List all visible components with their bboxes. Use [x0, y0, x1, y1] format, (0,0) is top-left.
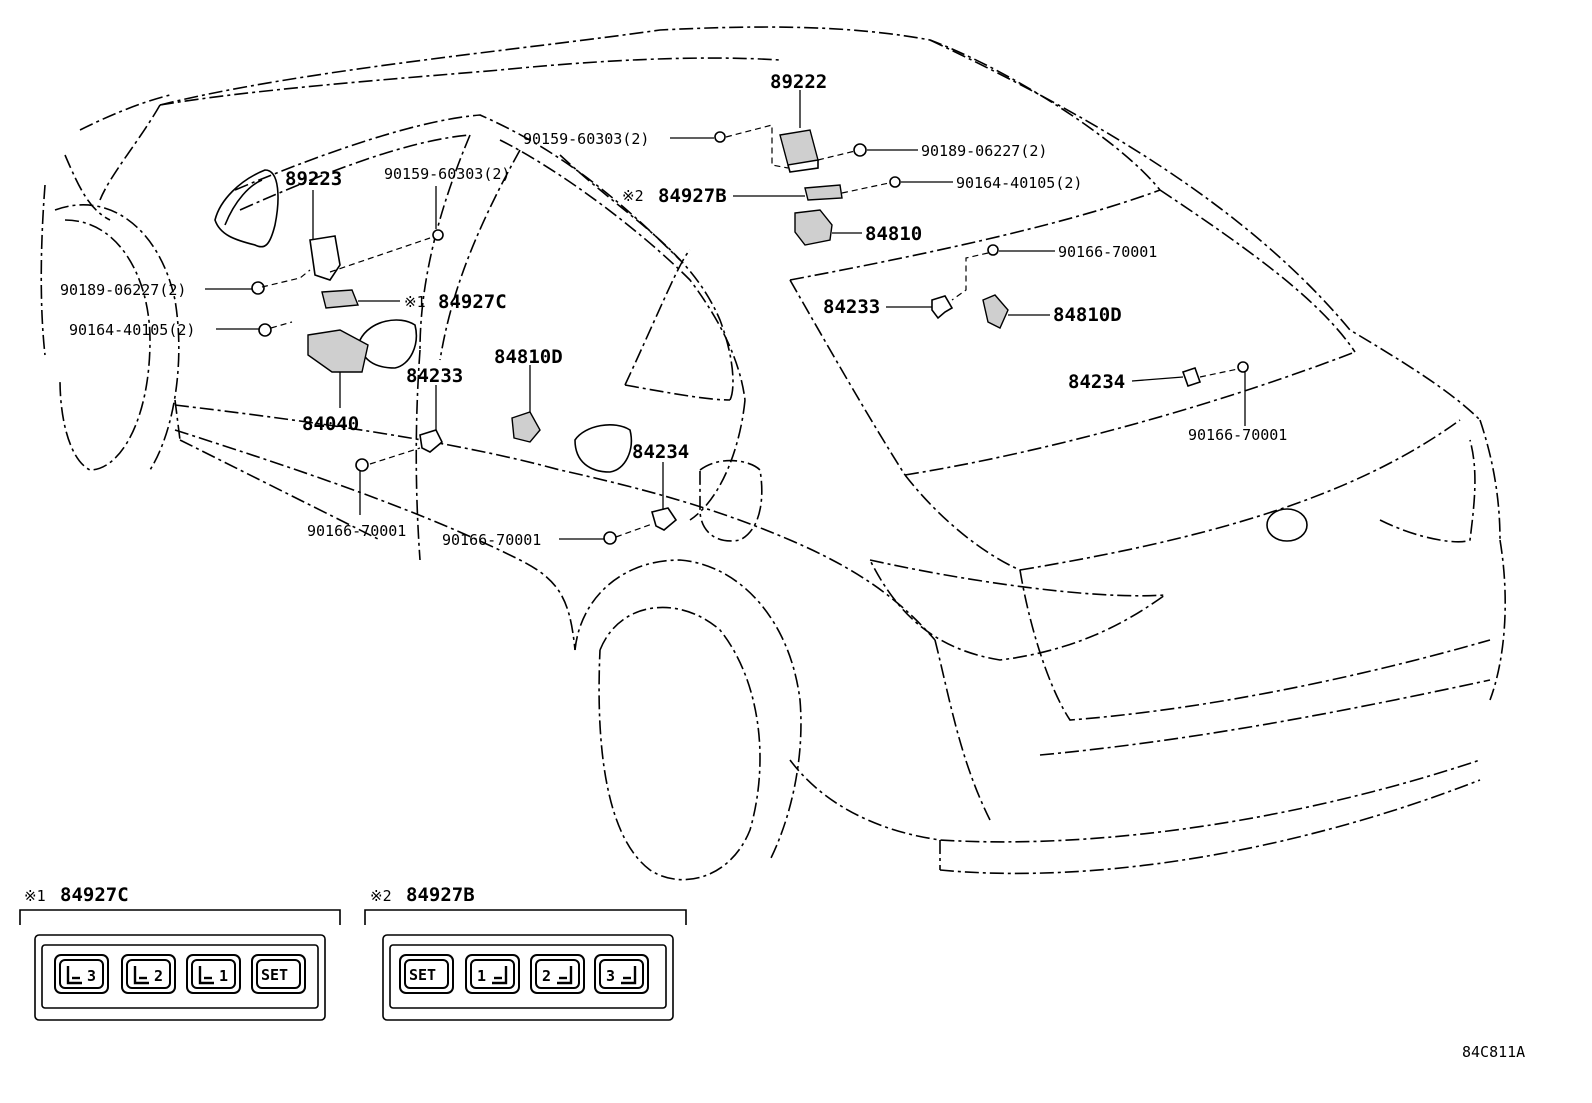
- label-84927C: 84927C: [438, 291, 507, 313]
- seat-icon: [557, 966, 573, 985]
- inset2-button-number: 2: [542, 967, 551, 985]
- inset1-button-set: SET: [251, 954, 306, 994]
- part-84810D-right: [982, 294, 1009, 329]
- parts-group: [251, 129, 1249, 545]
- callout-labels: 89222 90159-60303(2) 90189-06227(2) 9016…: [60, 71, 1287, 549]
- label-89222: 89222: [770, 71, 827, 93]
- label-90159-top: 90159-60303(2): [523, 130, 649, 148]
- inset2-button-seat-3: 3: [594, 954, 649, 994]
- inset1-part: 84927C: [60, 884, 129, 906]
- label-90166-r1: 90166-70001: [1058, 243, 1157, 261]
- inset2-set-label: SET: [409, 966, 436, 984]
- label-84040: 84040: [302, 413, 359, 435]
- part-84927C-switch: [321, 289, 359, 309]
- part-84810D-mid: [511, 411, 541, 443]
- label-84233-right: 84233: [823, 296, 880, 318]
- part-89223-ecu: [309, 235, 341, 281]
- inset2-button-seat-1: 1: [465, 954, 520, 994]
- label-84810D-mid: 84810D: [494, 346, 563, 368]
- inset1-button-number: 2: [154, 967, 163, 985]
- part-89222-ecu: [779, 129, 819, 173]
- part-84810-switch: [794, 209, 833, 246]
- inset1-mark: ※1: [24, 887, 46, 905]
- inset-84927C: ※1 84927C 3 2 1 SET: [19, 884, 341, 1021]
- inset2-mark: ※2: [370, 887, 392, 905]
- label-90164-left: 90164-40105(2): [69, 321, 195, 339]
- label-89223: 89223: [285, 168, 342, 190]
- inset1-button-seat-1: 1: [186, 954, 241, 994]
- inset2-button-set: SET: [399, 954, 454, 994]
- seat-icon: [198, 966, 214, 985]
- mark-84927B: ※2: [622, 187, 644, 205]
- label-90189-top: 90189-06227(2): [921, 142, 1047, 160]
- inset1-switch-body: [34, 934, 326, 1021]
- part-84040-switch: [307, 329, 369, 373]
- mark-84927C: ※1: [404, 293, 426, 311]
- diagram-code: 84C811A: [1462, 1043, 1525, 1061]
- inset1-button-seat-3: 3: [54, 954, 109, 994]
- part-84234-mid: [651, 507, 678, 531]
- inset-84927B: ※2 84927B SET 1 2 3: [364, 884, 687, 1021]
- inset2-button-seat-2: 2: [530, 954, 585, 994]
- label-84810: 84810: [865, 223, 922, 245]
- label-84234-right: 84234: [1068, 371, 1125, 393]
- leader-lines: [205, 90, 1246, 540]
- inset2-part: 84927B: [406, 884, 475, 906]
- inset2-button-number: 1: [477, 967, 486, 985]
- part-84233-left: [419, 429, 443, 453]
- seat-icon: [621, 966, 637, 985]
- inset1-set-label: SET: [261, 966, 288, 984]
- label-90166-r2: 90166-70001: [1188, 426, 1287, 444]
- inset1-button-number: 3: [87, 967, 96, 985]
- fastener-icons: [251, 131, 1249, 545]
- part-84233-right: [931, 295, 954, 320]
- label-90166-l2: 90166-70001: [442, 531, 541, 549]
- part-84927B-switch: [804, 184, 843, 201]
- inset2-button-number: 3: [606, 967, 615, 985]
- label-90166-l1: 90166-70001: [307, 522, 406, 540]
- label-90189-left: 90189-06227(2): [60, 281, 186, 299]
- label-84927B: 84927B: [658, 185, 727, 207]
- label-84810D-right: 84810D: [1053, 304, 1122, 326]
- part-84234-right: [1181, 366, 1202, 388]
- inset1-button-seat-2: 2: [121, 954, 176, 994]
- seat-icon: [492, 966, 508, 985]
- car-body-outline: [40, 26, 1506, 881]
- label-84234-mid: 84234: [632, 441, 689, 463]
- seat-icon: [133, 966, 149, 985]
- label-90159-left: 90159-60303(2): [384, 165, 510, 183]
- seat-icon: [66, 966, 82, 985]
- inset2-switch-body: [382, 934, 674, 1021]
- label-84233-left: 84233: [406, 365, 463, 387]
- inset1-button-number: 1: [219, 967, 228, 985]
- label-90164-top: 90164-40105(2): [956, 174, 1082, 192]
